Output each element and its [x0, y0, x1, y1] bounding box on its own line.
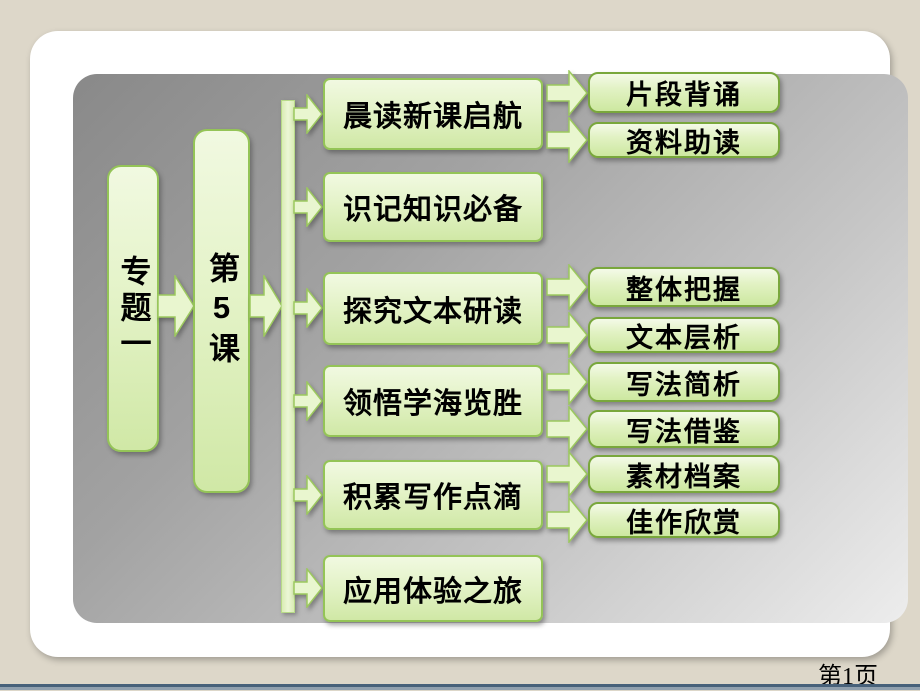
node-morning-reading: 晨读新课启航 — [323, 78, 543, 150]
flow-arrow-icon — [546, 70, 588, 116]
node-writing-reference: 写法借鉴 — [588, 410, 780, 448]
node-material-reading: 资料助读 — [588, 122, 780, 158]
flow-arrow-icon — [546, 117, 588, 163]
flow-arrow-icon — [546, 312, 588, 358]
flow-arrow-icon — [546, 497, 588, 543]
node-material-archive: 素材档案 — [588, 455, 780, 493]
flow-arrow-icon — [293, 568, 323, 608]
node-fragment-recitation: 片段背诵 — [588, 72, 780, 113]
footer-divider-light — [0, 687, 920, 690]
node-overall-grasp: 整体把握 — [588, 267, 780, 307]
node-lesson: 第5课 — [193, 129, 250, 493]
flow-arrow-icon — [293, 94, 323, 134]
node-topic: 专题一 — [107, 165, 159, 452]
flow-arrow-icon — [293, 381, 323, 421]
node-knowledge-recall: 识记知识必备 — [323, 172, 543, 242]
flow-arrow-icon — [249, 275, 283, 337]
node-text-exploration: 探究文本研读 — [323, 272, 543, 345]
node-learning-insight: 领悟学海览胜 — [323, 365, 543, 437]
node-masterpiece-appreciation: 佳作欣赏 — [588, 502, 780, 538]
flow-arrow-icon — [546, 264, 588, 310]
flow-connector-bar — [281, 100, 295, 613]
footer-divider-dark — [0, 684, 920, 687]
node-writing-analysis: 写法简析 — [588, 362, 780, 402]
flow-arrow-icon — [546, 359, 588, 405]
node-text-analysis: 文本层析 — [588, 317, 780, 353]
flow-arrow-icon — [293, 475, 323, 515]
flow-arrow-icon — [546, 406, 588, 452]
flow-arrow-icon — [546, 451, 588, 497]
node-writing-practice: 积累写作点滴 — [323, 460, 543, 530]
flow-arrow-icon — [293, 288, 323, 328]
flow-arrow-icon — [293, 187, 323, 227]
flow-arrow-icon — [157, 275, 195, 337]
node-application-journey: 应用体验之旅 — [323, 555, 543, 622]
